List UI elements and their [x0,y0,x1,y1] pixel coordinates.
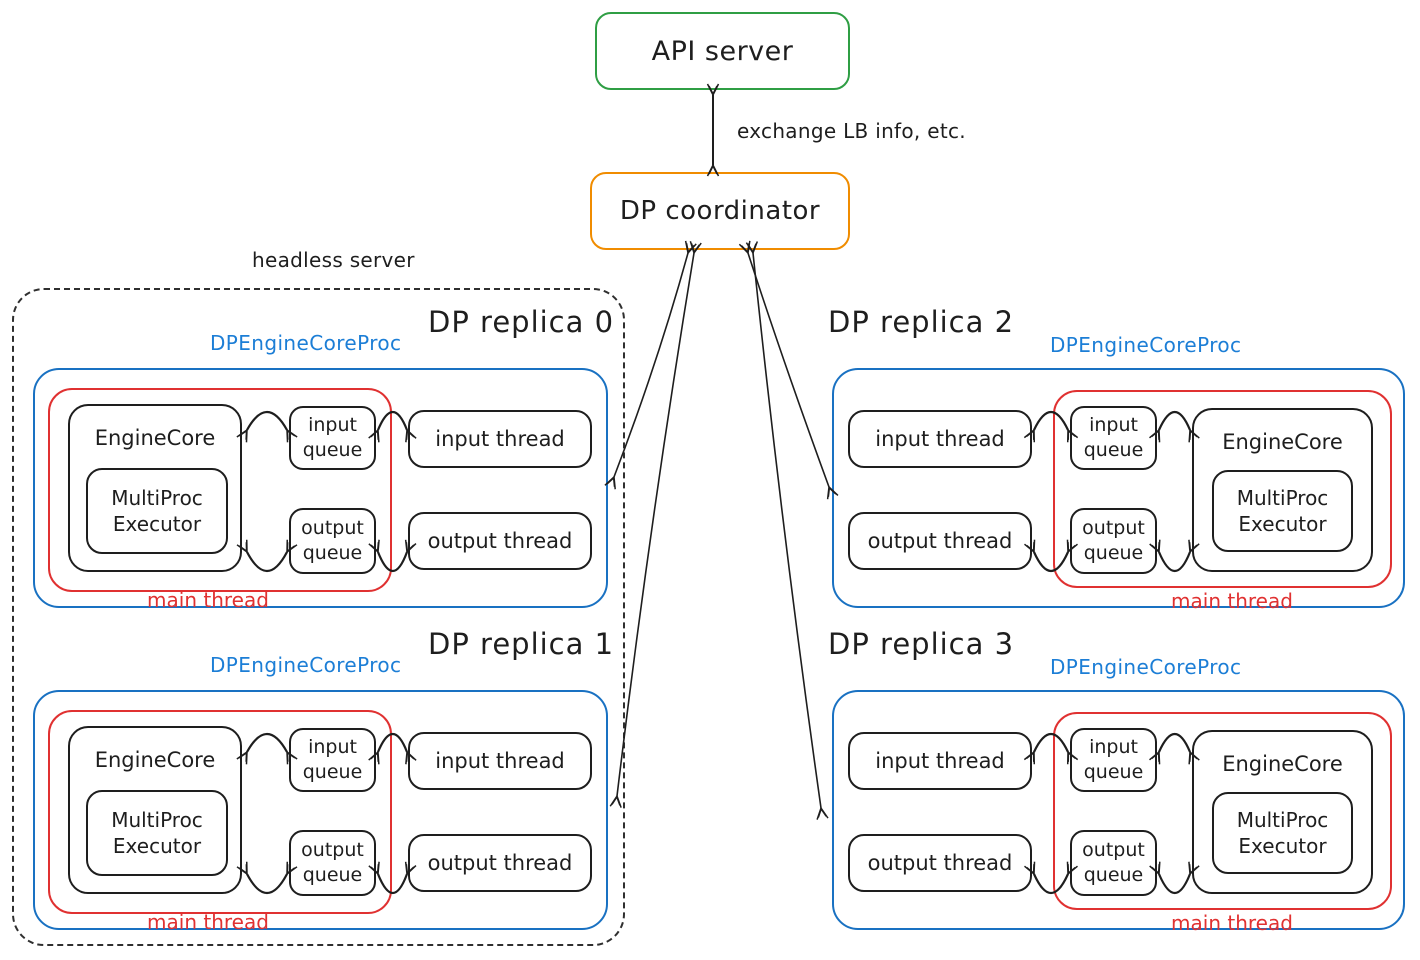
dp-coordinator-label: DP coordinator [619,196,821,226]
replica-1-output-thread-box: output thread [408,834,592,892]
dp-replica-0: DP replica 0 DPEngineCoreProc EngineCore… [0,305,1420,635]
replica-0-engine-core-label: EngineCore [94,426,216,450]
replica-3-main-thread-label: main thread [1171,911,1293,935]
replica-0-engine-core-box: EngineCore MultiProc Executor [68,404,242,572]
replica-0-output-thread-box: output thread [408,512,592,570]
replica-1-proc-label: DPEngineCoreProc [210,653,402,677]
replica-2-engine-core-label: EngineCore [1222,430,1343,454]
replica-0-multiproc-executor-box: MultiProc Executor [86,468,228,554]
replica-0-input-queue-box: input queue [289,406,376,470]
replica-0-main-thread-box [48,388,392,592]
api-server-box: API server [595,12,850,90]
replica-2-main-thread-box [1053,390,1392,588]
api-server-label: API server [651,35,794,67]
replica-0-title: DP replica 0 [428,305,615,339]
replica-2-engine-core-box: EngineCore MultiProc Executor [1192,408,1373,572]
replica-1-input-queue-box: input queue [289,728,376,792]
replica-3-input-queue-box: input queue [1070,728,1157,792]
replica-0-main-thread-label: main thread [147,588,269,612]
replica-2-main-thread-label: main thread [1171,589,1293,613]
replica-3-output-thread-box: output thread [848,834,1032,892]
replica-1-title: DP replica 1 [428,627,615,661]
replica-3-title: DP replica 3 [828,627,1015,661]
replica-2-proc-label: DPEngineCoreProc [1050,333,1242,357]
replica-1-multiproc-executor-box: MultiProc Executor [86,790,228,876]
replica-2-multiproc-executor-box: MultiProc Executor [1212,470,1353,552]
dp-coordinator-box: DP coordinator [590,172,850,250]
exchange-lb-info-label: exchange LB info, etc. [737,119,966,143]
replica-0-input-thread-box: input thread [408,410,592,468]
replica-3-proc-label: DPEngineCoreProc [1050,655,1242,679]
replica-1-input-thread-box: input thread [408,732,592,790]
replica-2-title: DP replica 2 [828,305,1015,339]
replica-3-multiproc-executor-box: MultiProc Executor [1212,792,1353,874]
replica-2-input-thread-box: input thread [848,410,1032,468]
replica-0-output-queue-box: output queue [289,508,376,574]
replica-1-engine-core-label: EngineCore [94,748,216,772]
replica-1-main-thread-label: main thread [147,910,269,934]
headless-server-label: headless server [252,248,415,272]
replica-2-output-queue-box: output queue [1070,508,1157,574]
replica-3-main-thread-box [1053,712,1392,910]
replica-1-main-thread-box [48,710,392,914]
replica-2-output-thread-box: output thread [848,512,1032,570]
replica-2-input-queue-box: input queue [1070,406,1157,470]
dp-replica-3: DP replica 3 DPEngineCoreProc input thre… [0,627,1420,957]
replica-1-output-queue-box: output queue [289,830,376,896]
replica-3-input-thread-box: input thread [848,732,1032,790]
dp-replica-2: DP replica 2 DPEngineCoreProc input thre… [0,305,1420,635]
replica-3-engine-core-label: EngineCore [1222,752,1343,776]
replica-3-engine-core-box: EngineCore MultiProc Executor [1192,730,1373,894]
replica-1-engine-core-box: EngineCore MultiProc Executor [68,726,242,894]
replica-0-proc-label: DPEngineCoreProc [210,331,402,355]
replica-3-output-queue-box: output queue [1070,830,1157,896]
dp-replica-1: DP replica 1 DPEngineCoreProc EngineCore… [0,627,1420,957]
